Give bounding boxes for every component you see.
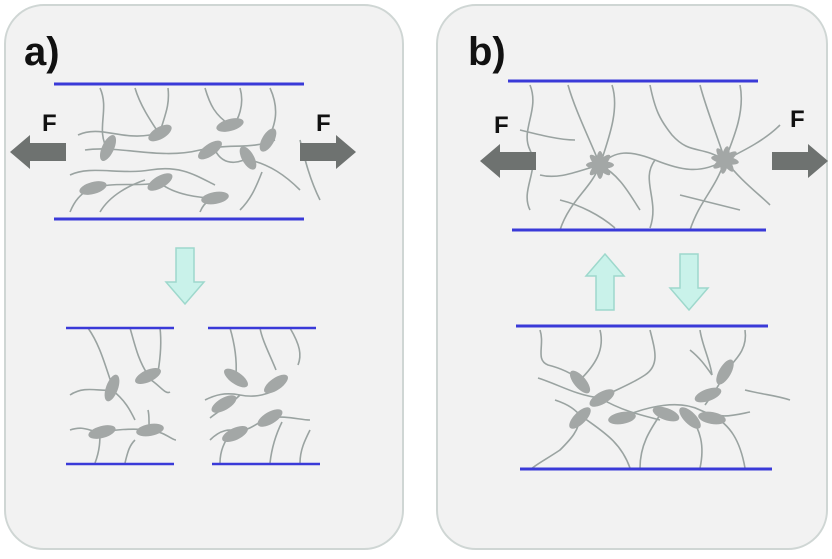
particle [259,128,277,152]
particle [257,409,283,427]
transition-arrow-b-up [584,252,626,311]
particle [222,425,248,443]
force-label-b-left: F [494,112,509,139]
particle [652,406,680,422]
particle [148,124,172,142]
transition-arrow-b-down [668,253,710,312]
particles-a-broken [88,367,288,443]
particle [135,367,161,385]
transition-arrow-a-down [164,247,206,306]
particle [716,148,734,172]
particle [216,118,244,132]
particle [201,191,229,205]
network-b-top [519,84,781,231]
junction-b-right [711,146,739,174]
particle [698,411,726,425]
particle [211,395,237,413]
force-arrow-b-right [772,144,828,178]
force-label-a-left: F [42,110,57,137]
force-label-a-right: F [316,110,331,137]
force-arrow-b-left [480,144,536,178]
particle [198,140,222,160]
particle [608,411,636,425]
force-arrow-a-left [10,135,66,169]
particle [716,359,734,385]
particle [147,173,173,191]
panel-b-label: b) [468,30,506,74]
panel-a-label: a) [24,30,60,74]
particles-b-bottom [569,359,734,429]
particle [136,423,164,437]
particle [88,425,116,439]
network-b-bottom [529,329,791,471]
particle [264,374,288,394]
particle [589,154,611,176]
panel-b: b) [436,4,828,550]
particle [679,407,701,429]
particle [239,146,257,170]
particle [694,387,722,403]
force-arrow-a-right [300,135,356,169]
particle [569,370,591,394]
particle [569,407,591,429]
particles-a-top [79,118,277,205]
panel-a: a) [4,4,404,550]
particle [99,135,117,161]
force-label-b-right: F [790,106,805,133]
particle [589,389,615,407]
junction-b-left [586,151,614,179]
particle [104,374,120,402]
particle [224,368,248,388]
particle [79,181,107,195]
